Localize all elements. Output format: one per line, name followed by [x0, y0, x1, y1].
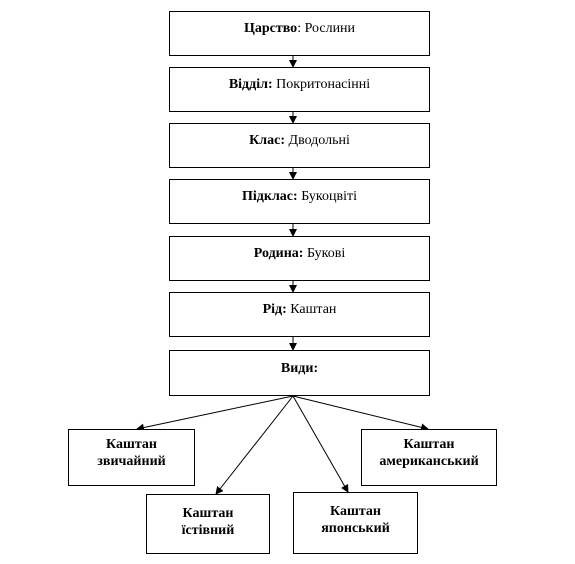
species-header: Види:: [280, 361, 319, 376]
genus-sep: :: [282, 302, 287, 317]
genus-key: Рід: [262, 302, 283, 317]
division-key: Відділ: [228, 77, 268, 92]
division-box: Відділ: Покритонасінні: [169, 67, 430, 112]
class-value: Дводольні: [285, 133, 350, 148]
species-header-box: Види:: [169, 350, 430, 396]
species-edible-line2: їстівний: [181, 523, 235, 538]
species-common-line1: Каштан: [106, 437, 157, 452]
species-american-box: Каштан американський: [361, 429, 497, 486]
class-key: Клас: [249, 133, 281, 148]
division-sep: :: [267, 77, 273, 92]
kingdom-sep: :: [297, 21, 302, 36]
arrow-species-american: [292, 395, 429, 432]
species-american-line1: Каштан: [403, 437, 455, 452]
kingdom-key: Царство: [243, 21, 298, 36]
division-value: Покритонасінні: [272, 77, 371, 92]
species-edible-box: Каштан їстівний: [146, 494, 270, 554]
kingdom-box: Царство: Рослини: [169, 11, 430, 56]
subclass-box: Підклас: Букоцвіті: [169, 179, 430, 224]
species-japanese-box: Каштан японський: [293, 492, 418, 554]
subclass-value: Букоцвіті: [297, 189, 357, 204]
genus-value: Каштан: [286, 302, 337, 317]
class-sep: :: [280, 133, 286, 148]
arrow-species-japanese: [292, 395, 349, 493]
family-key: Родина: [253, 246, 299, 261]
class-box: Клас: Дводольні: [169, 123, 430, 168]
genus-box: Рід: Каштан: [169, 292, 430, 337]
subclass-key: Підклас: [242, 189, 294, 204]
species-common-box: Каштан звичайний: [68, 429, 195, 486]
species-japanese-line1: Каштан: [330, 504, 381, 519]
kingdom-value: Рослини: [301, 21, 356, 36]
family-sep: :: [298, 246, 304, 261]
arrow-species-edible: [215, 395, 294, 495]
species-japanese-line2: японський: [321, 521, 390, 536]
family-value: Букові: [303, 246, 346, 261]
arrow-species-common: [136, 395, 294, 432]
species-american-line2: американський: [379, 454, 479, 469]
subclass-sep: :: [293, 189, 298, 204]
species-edible-line1: Каштан: [182, 506, 234, 521]
species-common-line2: звичайний: [97, 454, 166, 469]
family-box: Родина: Букові: [169, 236, 430, 281]
